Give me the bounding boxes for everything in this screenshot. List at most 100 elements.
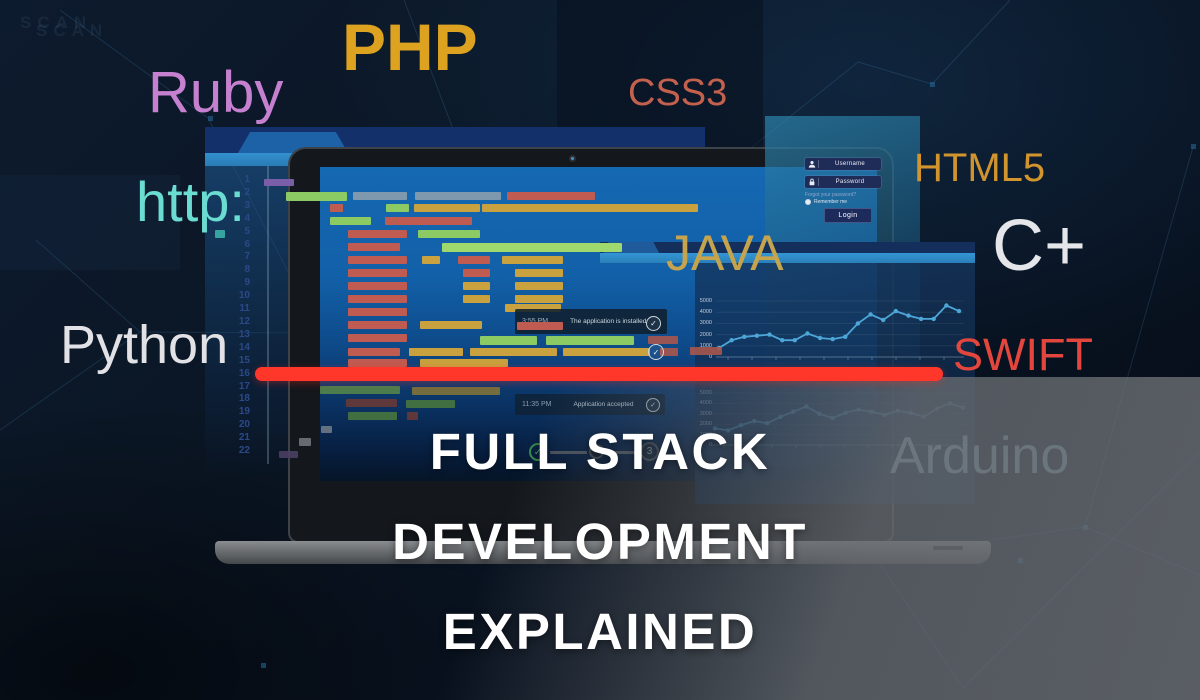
code-bar bbox=[348, 334, 407, 342]
code-bar bbox=[414, 204, 480, 212]
code-bar bbox=[330, 204, 343, 212]
code-bar bbox=[320, 386, 400, 394]
line-number: 16 bbox=[238, 367, 250, 379]
forgot-password-link[interactable]: Forgot your password? bbox=[805, 192, 857, 198]
label-php: PHP bbox=[342, 10, 478, 84]
axis-tick-label: 5000 bbox=[699, 390, 712, 396]
title-line-1: FULL STACK bbox=[429, 423, 771, 480]
code-bar bbox=[422, 256, 440, 264]
code-bar bbox=[517, 322, 563, 330]
code-bar bbox=[348, 295, 407, 303]
code-bar bbox=[348, 243, 400, 251]
code-bar bbox=[415, 192, 501, 200]
code-bar bbox=[463, 295, 490, 303]
code-bar bbox=[348, 412, 397, 420]
code-bar bbox=[420, 321, 482, 329]
code-bar bbox=[502, 256, 563, 264]
password-placeholder: Password bbox=[835, 179, 865, 185]
editor-gutter-divider bbox=[267, 166, 269, 464]
notification-check-icon[interactable]: ✓ bbox=[646, 398, 660, 412]
line-number: 6 bbox=[244, 238, 250, 250]
watermark-text-echo: SCAN bbox=[36, 21, 109, 40]
title-line-3: EXPLAINED bbox=[442, 603, 758, 660]
code-bar bbox=[406, 400, 455, 408]
code-bar bbox=[348, 230, 407, 238]
bg-light-panel bbox=[0, 175, 180, 270]
remember-me-label: Remember me bbox=[814, 199, 848, 205]
code-bar bbox=[348, 321, 407, 329]
code-bar bbox=[482, 204, 698, 212]
code-bar bbox=[515, 295, 563, 303]
code-bar bbox=[505, 304, 561, 312]
code-bar bbox=[409, 348, 463, 356]
code-bar bbox=[264, 179, 294, 186]
notification-message: The application is installed bbox=[570, 318, 647, 325]
bg-dark-panel bbox=[557, 0, 763, 150]
label-cplus: C+ bbox=[992, 206, 1087, 286]
code-bar bbox=[480, 336, 537, 345]
code-bar bbox=[546, 336, 634, 345]
axis-tick-label: 2000 bbox=[699, 331, 712, 338]
line-number: 5 bbox=[244, 225, 250, 237]
label-ruby: Ruby bbox=[148, 60, 284, 125]
axis-tick-label: 4000 bbox=[699, 309, 712, 316]
code-bar bbox=[348, 348, 400, 356]
line-number: 14 bbox=[238, 341, 250, 353]
code-bar bbox=[463, 269, 490, 277]
notification-check-icon[interactable]: ✓ bbox=[646, 316, 661, 331]
username-placeholder: Username bbox=[834, 161, 866, 167]
task-check-icon[interactable]: ✓ bbox=[648, 344, 664, 360]
label-http: http: bbox=[136, 170, 245, 233]
notification-time: 3:55 PM bbox=[522, 318, 548, 325]
code-bar bbox=[348, 359, 407, 367]
code-bar bbox=[515, 269, 563, 277]
code-bar bbox=[407, 412, 418, 420]
code-bar bbox=[660, 348, 678, 356]
code-bar bbox=[346, 399, 397, 407]
axis-tick-label: 0 bbox=[708, 354, 712, 360]
login-button[interactable]: Login bbox=[824, 208, 872, 223]
username-field[interactable]: Username bbox=[805, 158, 881, 170]
line-number: 12 bbox=[238, 315, 250, 327]
axis-tick-label: 3000 bbox=[699, 320, 712, 327]
line-number: 1 bbox=[244, 174, 250, 185]
remember-me-option[interactable]: Remember me bbox=[805, 199, 847, 205]
code-bar bbox=[463, 282, 490, 290]
remember-me-radio[interactable] bbox=[805, 199, 811, 205]
code-bar bbox=[412, 387, 500, 395]
code-bar bbox=[507, 192, 595, 200]
code-bar bbox=[348, 282, 407, 290]
line-number: 2 bbox=[244, 186, 250, 198]
lock-icon bbox=[805, 178, 819, 186]
code-bar bbox=[648, 336, 678, 344]
line-number: 9 bbox=[244, 277, 250, 289]
chart-window-tab[interactable] bbox=[603, 242, 659, 253]
code-bar bbox=[330, 217, 371, 225]
label-python: Python bbox=[60, 315, 229, 375]
label-css3: CSS3 bbox=[628, 72, 728, 114]
chart1-line-chart bbox=[716, 300, 964, 360]
line-number: 7 bbox=[244, 251, 250, 263]
line-number: 4 bbox=[244, 212, 250, 224]
code-bar bbox=[348, 256, 407, 264]
line-number: 18 bbox=[238, 393, 250, 405]
code-bar bbox=[458, 256, 490, 264]
label-swift: SWIFT bbox=[953, 329, 1093, 380]
code-bar bbox=[442, 243, 622, 252]
code-bar bbox=[385, 217, 472, 225]
chart-window-addressbar[interactable] bbox=[600, 253, 975, 263]
label-java: JAVA bbox=[666, 225, 784, 281]
code-bar bbox=[215, 230, 225, 238]
chart-window-titlebar bbox=[600, 242, 975, 253]
watermark-text: SCAN bbox=[20, 13, 93, 32]
password-field[interactable]: Password bbox=[805, 176, 881, 188]
axis-tick-label: 5000 bbox=[699, 298, 712, 304]
axis-tick-label: 3000 bbox=[699, 410, 712, 417]
code-bar bbox=[690, 347, 722, 355]
code-bar bbox=[348, 269, 407, 277]
person-icon bbox=[805, 160, 819, 168]
code-bar bbox=[515, 282, 563, 290]
line-number: 15 bbox=[238, 354, 250, 366]
